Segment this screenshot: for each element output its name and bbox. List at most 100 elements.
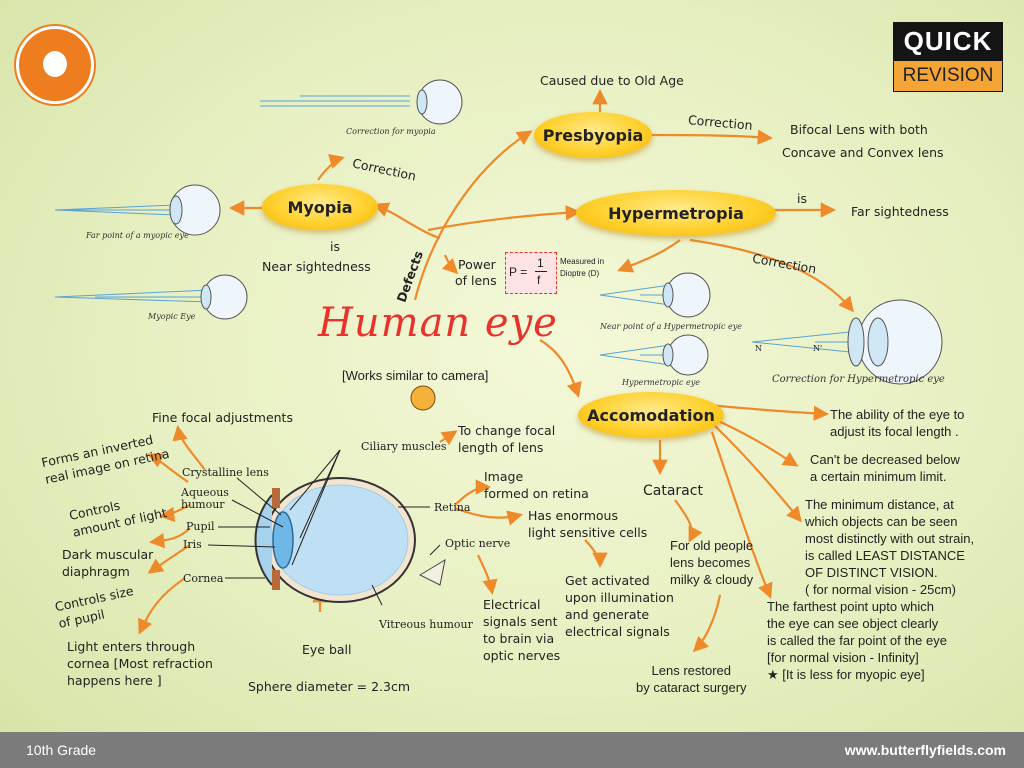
- hyper-meaning: Far sightedness: [851, 204, 949, 219]
- hyper-cap-eye: Hypermetropic eye: [622, 378, 701, 387]
- page-title: Human eye: [318, 300, 558, 346]
- power-unit-1: Measured in: [560, 257, 605, 266]
- hyper-n-prime: N': [813, 344, 823, 353]
- label-aqueous-1: Aqueous: [181, 486, 229, 499]
- fn-image: Image formed on retina: [484, 468, 589, 502]
- myopia-cap-far-point: Far point of a myopic eye: [86, 231, 189, 240]
- fn-cornea: Light enters through cornea [Most refrac…: [67, 638, 213, 689]
- label-iris: Iris: [183, 538, 202, 551]
- fn-cells: Has enormous light sensitive cells: [528, 507, 647, 541]
- hyper-cap-correction: Correction for Hypermetropic eye: [772, 374, 945, 385]
- accommodation-point-2: Can't be decreased below a certain minim…: [810, 451, 960, 485]
- quick-revision-badge: QUICK REVISION: [893, 22, 1003, 92]
- accommodation-point-3f: ( for normal vision - 25cm): [805, 582, 956, 597]
- accommodation-point-1a: The ability of the eye to: [830, 407, 965, 422]
- myopia-cap-eye: Myopic Eye: [148, 312, 196, 321]
- power-unit-2: Dioptre (D): [560, 269, 600, 278]
- fn-ciliary-1: To change focal: [458, 423, 556, 438]
- cataract-label: Cataract: [643, 483, 703, 499]
- cataract-desc-3: milky & cloudy: [670, 572, 754, 587]
- label-ciliary: Ciliary muscles: [361, 440, 447, 453]
- fn-activated-1: Get activated: [565, 573, 650, 588]
- fn-image-2: formed on retina: [484, 486, 589, 501]
- label-vitreous: Vitreous humour: [379, 618, 473, 631]
- cataract-desc-2: lens becomes: [670, 555, 751, 570]
- fn-cornea-2: cornea [Most refraction: [67, 656, 213, 671]
- node-hypermetropia: Hypermetropia: [576, 190, 776, 236]
- accommodation-point-4e: ★ [It is less for myopic eye]: [767, 667, 925, 682]
- accommodation-point-3c: most distinctly with out strain,: [805, 531, 975, 546]
- accommodation-point-3e: OF DISTINCT VISION.: [805, 565, 938, 580]
- cataract-fix-1: Lens restored: [651, 663, 732, 678]
- node-accommodation: Accomodation: [578, 392, 724, 438]
- fn-activated-2: upon illumination: [565, 590, 674, 605]
- hyper-is: is: [797, 191, 807, 206]
- cataract-fix: Lens restored by cataract surgery: [636, 662, 747, 696]
- power-formula-p: P =: [509, 265, 528, 279]
- fn-cornea-3: happens here ]: [67, 673, 162, 688]
- fn-cornea-1: Light enters through: [67, 639, 196, 654]
- cataract-desc: For old people lens becomes milky & clou…: [670, 537, 753, 588]
- power-label-2: of lens: [455, 273, 497, 288]
- label-aqueous-2: humour: [181, 498, 225, 511]
- label-eyeball: Eye ball: [302, 642, 352, 657]
- fn-dark: Dark muscular diaphragm: [62, 546, 153, 580]
- accommodation-point-2a: Can't be decreased below: [810, 452, 960, 467]
- label-aqueous: Aqueous humour: [181, 487, 229, 511]
- cataract-fix-2: by cataract surgery: [636, 680, 747, 695]
- label-cornea: Cornea: [183, 572, 224, 585]
- node-presbyopia: Presbyopia: [534, 112, 652, 158]
- fn-signals: Electrical signals sent to brain via opt…: [483, 596, 560, 664]
- accommodation-point-4c: is called the far point of the eye: [767, 633, 947, 648]
- node-myopia: Myopia: [262, 184, 378, 230]
- myopia-is: is: [330, 239, 340, 254]
- badge-top: QUICK: [893, 22, 1003, 60]
- power-formula-num: 1: [537, 256, 544, 270]
- footer-bar: 10th Grade www.butterflyfields.com: [0, 732, 1024, 768]
- fn-dark-1: Dark muscular: [62, 547, 154, 562]
- presbyopia-cause: Caused due to Old Age: [540, 73, 684, 88]
- label-sphere: Sphere diameter = 2.3cm: [248, 679, 411, 694]
- fn-image-1: Image: [484, 469, 524, 484]
- myopia-cap-correction: Correction for myopia: [346, 127, 436, 136]
- power-label-1: Power: [458, 257, 496, 272]
- presbyopia-correction-1: Bifocal Lens with both: [790, 122, 928, 137]
- label-crystalline: Crystalline lens: [182, 466, 269, 479]
- fn-cells-1: Has enormous: [528, 508, 618, 523]
- accommodation-point-2b: a certain minimum limit.: [810, 469, 947, 484]
- fn-activated-4: electrical signals: [565, 624, 670, 639]
- power-formula-bar: [535, 271, 547, 272]
- myopia-meaning: Near sightedness: [262, 259, 371, 274]
- accommodation-point-3a: The minimum distance, at: [805, 497, 954, 512]
- fn-signals-3: to brain via: [483, 631, 555, 646]
- footer-grade: 10th Grade: [26, 742, 97, 758]
- fn-signals-1: Electrical: [483, 597, 541, 612]
- page-subtitle: [Works similar to camera]: [342, 368, 489, 383]
- presbyopia-correction-2: Concave and Convex lens: [782, 145, 944, 160]
- power-formula-box: P = 1 f: [505, 252, 557, 294]
- fn-dark-2: diaphragm: [62, 564, 130, 579]
- fn-cells-2: light sensitive cells: [528, 525, 648, 540]
- accommodation-point-3d: is called LEAST DISTANCE: [805, 548, 965, 563]
- fn-signals-2: signals sent: [483, 614, 558, 629]
- fn-activated: Get activated upon illumination and gene…: [565, 572, 674, 640]
- accommodation-point-3: The minimum distance, at which objects c…: [805, 496, 974, 598]
- brand-logo[interactable]: [16, 26, 94, 104]
- accommodation-point-1: The ability of the eye to adjust its foc…: [830, 406, 964, 440]
- footer-site-link[interactable]: www.butterflyfields.com: [844, 742, 1006, 758]
- label-optic: Optic nerve: [445, 537, 511, 550]
- accommodation-point-4: The farthest point upto which the eye ca…: [767, 598, 947, 683]
- fn-activated-3: and generate: [565, 607, 650, 622]
- fn-fine-focal: Fine focal adjustments: [152, 410, 293, 425]
- hyper-cap-near-point: Near point of a Hypermetropic eye: [600, 322, 742, 331]
- fn-signals-4: optic nerves: [483, 648, 561, 663]
- butterfly-logo-icon: [43, 51, 67, 77]
- accommodation-point-1b: adjust its focal length .: [830, 424, 959, 439]
- accommodation-point-4a: The farthest point upto which: [767, 599, 934, 614]
- power-unit: Measured in Dioptre (D): [560, 256, 604, 280]
- label-pupil: Pupil: [186, 520, 215, 533]
- hyper-n: N: [755, 344, 762, 353]
- fn-ciliary-2: length of lens: [458, 440, 544, 455]
- fn-ciliary: To change focal length of lens: [458, 422, 555, 456]
